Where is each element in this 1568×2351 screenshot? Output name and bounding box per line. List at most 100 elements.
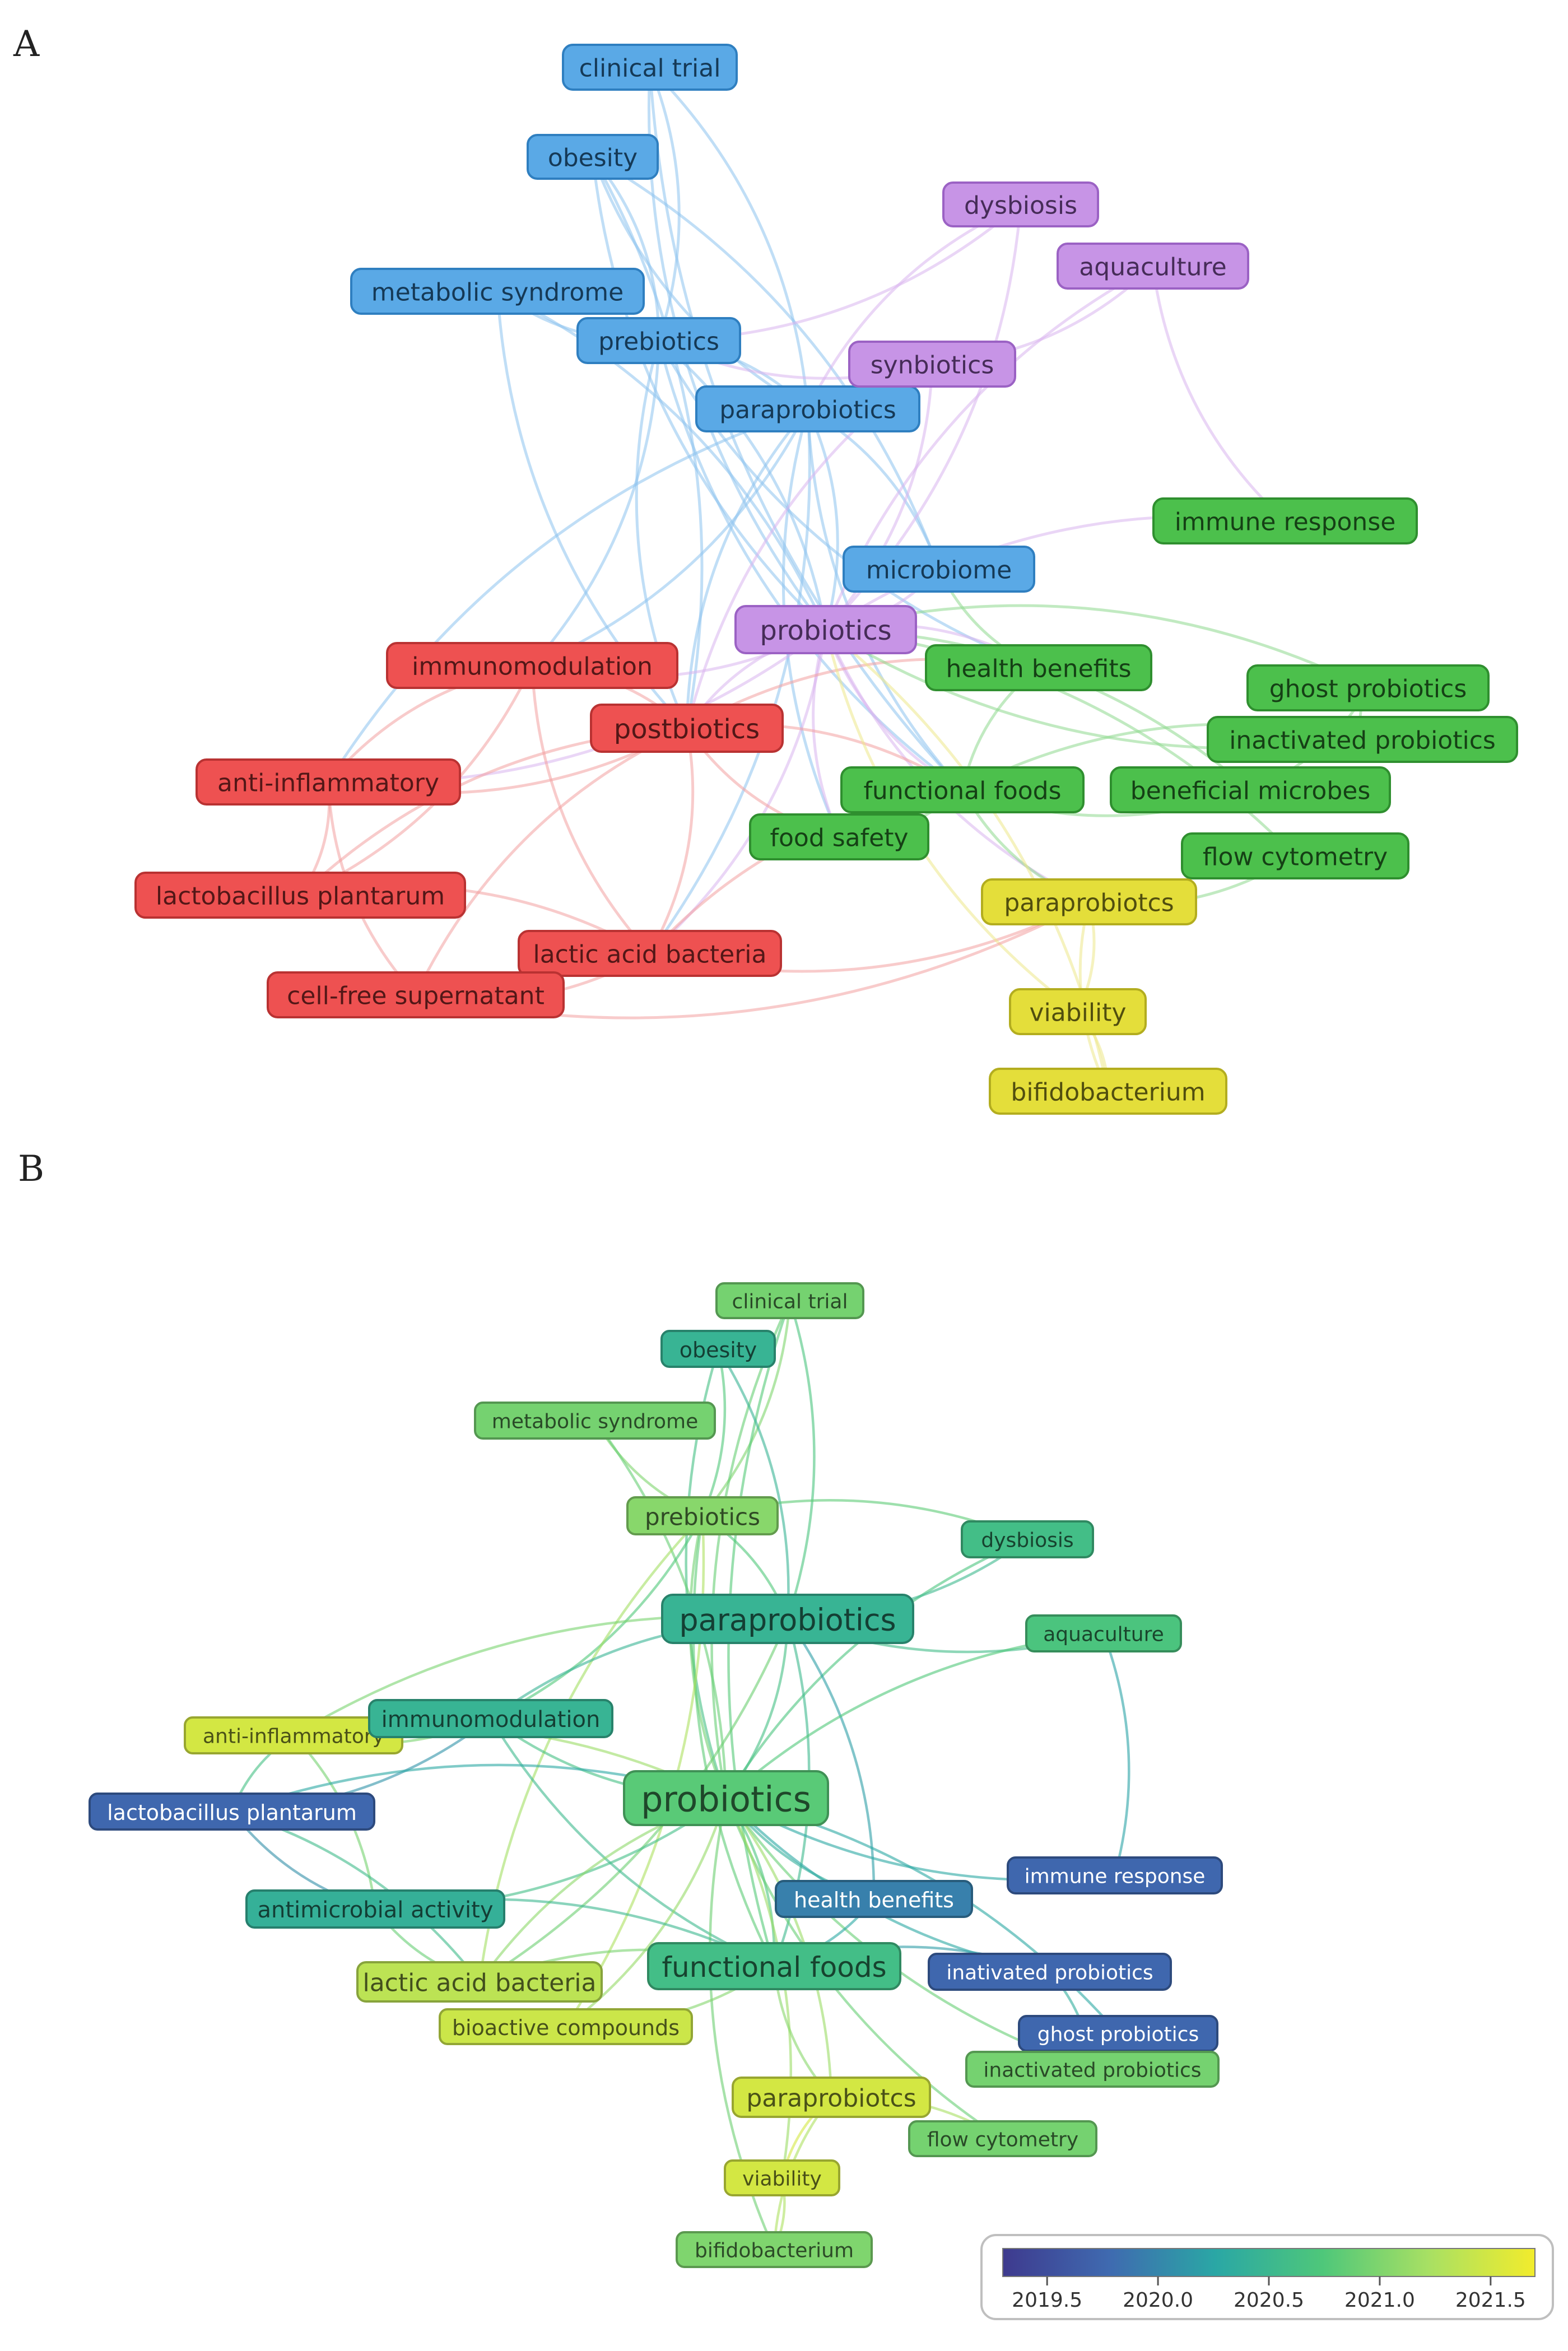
link-a-postbiotics-cell-free-supernatant (414, 727, 688, 996)
node-functional-foods: functional foods (840, 766, 1085, 813)
colorbar-tick-label: 2021.0 (1344, 2289, 1415, 2312)
node-label-beneficial-microbes: beneficial microbes (1130, 777, 1371, 806)
node-box-cell-free-supernatant (267, 971, 565, 1018)
node-paraprobiotics: paraprobiotics (695, 385, 920, 432)
link-a-paraprobiotics-anti-inflammatory (327, 407, 808, 783)
link-b-prebiotics-immunomodulation (490, 1515, 704, 1720)
node-label-viability: viability (742, 2168, 822, 2191)
node-label-prebiotics: prebiotics (645, 1503, 760, 1531)
node-aquaculture: aquaculture (1025, 1614, 1182, 1652)
node-metabolic-syndrome: metabolic syndrome (350, 268, 645, 315)
node-label-probiotics: probiotics (760, 615, 891, 646)
link-b-obesity-paraprobiotics (717, 1348, 790, 1619)
node-label-microbiome: microbiome (866, 556, 1012, 585)
link-b-dysbiosis-probiotics (725, 1538, 1028, 1799)
node-label-flow-cytometry: flow cytometry (1203, 843, 1388, 872)
node-box-metabolic-syndrome (350, 268, 645, 315)
node-immune-response: immune response (1007, 1856, 1223, 1894)
node-label-ghost-probiotics: ghost probiotics (1037, 2023, 1199, 2046)
link-a-metabolic-syndrome-probiotics (496, 290, 827, 631)
node-inactivated-probiotics: inactivated probiotics (1207, 716, 1518, 763)
node-label-immunomodulation: immunomodulation (412, 653, 653, 681)
node-box-paraprobiotcs (981, 878, 1197, 925)
node-label-inactivated-probiotics: inactivated probiotics (1229, 727, 1496, 755)
node-box-ghost-probiotics (1246, 664, 1490, 711)
node-label-prebiotics: prebiotics (598, 328, 719, 356)
node-label-paraprobiotics: paraprobiotics (719, 396, 896, 425)
node-label-probiotics: probiotics (641, 1779, 811, 1820)
node-label-immune-response: immune response (1175, 508, 1396, 537)
node-label-clinical-trial: clinical trial (732, 1291, 848, 1314)
node-box-immunomodulation (386, 642, 678, 689)
node-label-bioactive-compounds: bioactive compounds (452, 2015, 680, 2040)
node-label-immune-response: immune response (1025, 1865, 1206, 1888)
node-synbiotics: synbiotics (848, 341, 1016, 388)
node-obesity: obesity (527, 134, 659, 180)
node-label-metabolic-syndrome: metabolic syndrome (371, 278, 624, 307)
node-label-dysbiosis: dysbiosis (981, 1529, 1073, 1552)
link-a-prebiotics-immunomodulation (531, 340, 660, 667)
node-box-lactic-acid-bacteria (356, 1961, 603, 2003)
node-label-paraprobiotcs: paraprobiotcs (746, 2084, 916, 2113)
node-box-microbiome (843, 546, 1035, 593)
node-box-synbiotics (848, 341, 1016, 388)
node-box-lactobacillus-plantarum (134, 872, 466, 919)
link-b-prebiotics-functional-foods (692, 1515, 776, 1967)
node-box-postbiotics (590, 704, 784, 753)
node-health-benefits: health benefits (925, 644, 1152, 691)
node-label-paraprobiotcs: paraprobiotcs (1004, 889, 1174, 918)
node-lactobacillus-plantarum: lactobacillus plantarum (89, 1793, 375, 1831)
link-a-postbiotics-lactic-acid-bacteria (648, 728, 695, 955)
link-a-obesity-postbiotics (591, 156, 704, 729)
link-a-obesity-paraprobiotics (591, 156, 809, 411)
link-a-paraprobiotics-immunomodulation (532, 408, 809, 667)
node-label-antimicrobial-activity: antimicrobial activity (257, 1897, 493, 1923)
node-label-immunomodulation: immunomodulation (381, 1707, 601, 1733)
node-box-immunomodulation (368, 1699, 613, 1738)
node-label-lactic-acid-bacteria: lactic acid bacteria (362, 1969, 596, 1998)
node-box-viability (724, 2159, 840, 2196)
link-b-aquaculture-immune-response (1102, 1633, 1130, 1876)
node-label-functional-foods: functional foods (662, 1951, 886, 1984)
node-label-lactobacillus-plantarum: lactobacillus plantarum (156, 882, 445, 911)
node-label-food-safety: food safety (770, 824, 909, 853)
link-b-immunomodulation-functional-foods (490, 1717, 775, 1968)
node-box-flow-cytometry (908, 2120, 1097, 2157)
colorbar-tick-label: 2019.5 (1012, 2289, 1082, 2312)
node-label-lactobacillus-plantarum: lactobacillus plantarum (107, 1800, 357, 1825)
node-label-postbiotics: postbiotics (614, 714, 760, 745)
node-label-viability: viability (1029, 999, 1126, 1027)
node-label-obesity: obesity (548, 144, 638, 173)
node-box-inativated-probiotics (928, 1953, 1172, 1991)
node-functional-foods: functional foods (647, 1942, 901, 1990)
node-box-functional-foods (647, 1942, 901, 1990)
node-food-safety: food safety (749, 813, 929, 860)
link-a-postbiotics-lactobacillus-plantarum (299, 727, 687, 896)
node-box-antimicrobial-activity (245, 1889, 505, 1929)
node-box-immune-response (1007, 1856, 1223, 1894)
node-clinical-trial: clinical trial (715, 1282, 864, 1319)
link-b-obesity-prebiotics (701, 1348, 727, 1516)
link-b-probiotics-paraprobiotcs (725, 1797, 833, 2098)
node-lactobacillus-plantarum: lactobacillus plantarum (134, 872, 466, 919)
panel-a-letter: A (13, 24, 40, 65)
colorbar-tick-label: 2020.0 (1123, 2289, 1193, 2312)
node-label-functional-foods: functional foods (863, 777, 1061, 806)
node-label-flow-cytometry: flow cytometry (927, 2129, 1078, 2152)
colorbar-tick-label: 2020.5 (1234, 2289, 1304, 2312)
node-dysbiosis: dysbiosis (961, 1520, 1094, 1558)
node-box-beneficial-microbes (1110, 766, 1391, 813)
panel-b-letter: B (18, 1148, 44, 1190)
link-a-aquaculture-immune-response (1151, 266, 1286, 522)
node-beneficial-microbes: beneficial microbes (1110, 766, 1391, 813)
node-bioactive-compounds: bioactive compounds (439, 2008, 693, 2045)
node-box-paraprobiotics (695, 385, 920, 432)
node-anti-inflammatory: anti-inflammatory (184, 1716, 403, 1754)
node-box-metabolic-syndrome (474, 1402, 716, 1440)
